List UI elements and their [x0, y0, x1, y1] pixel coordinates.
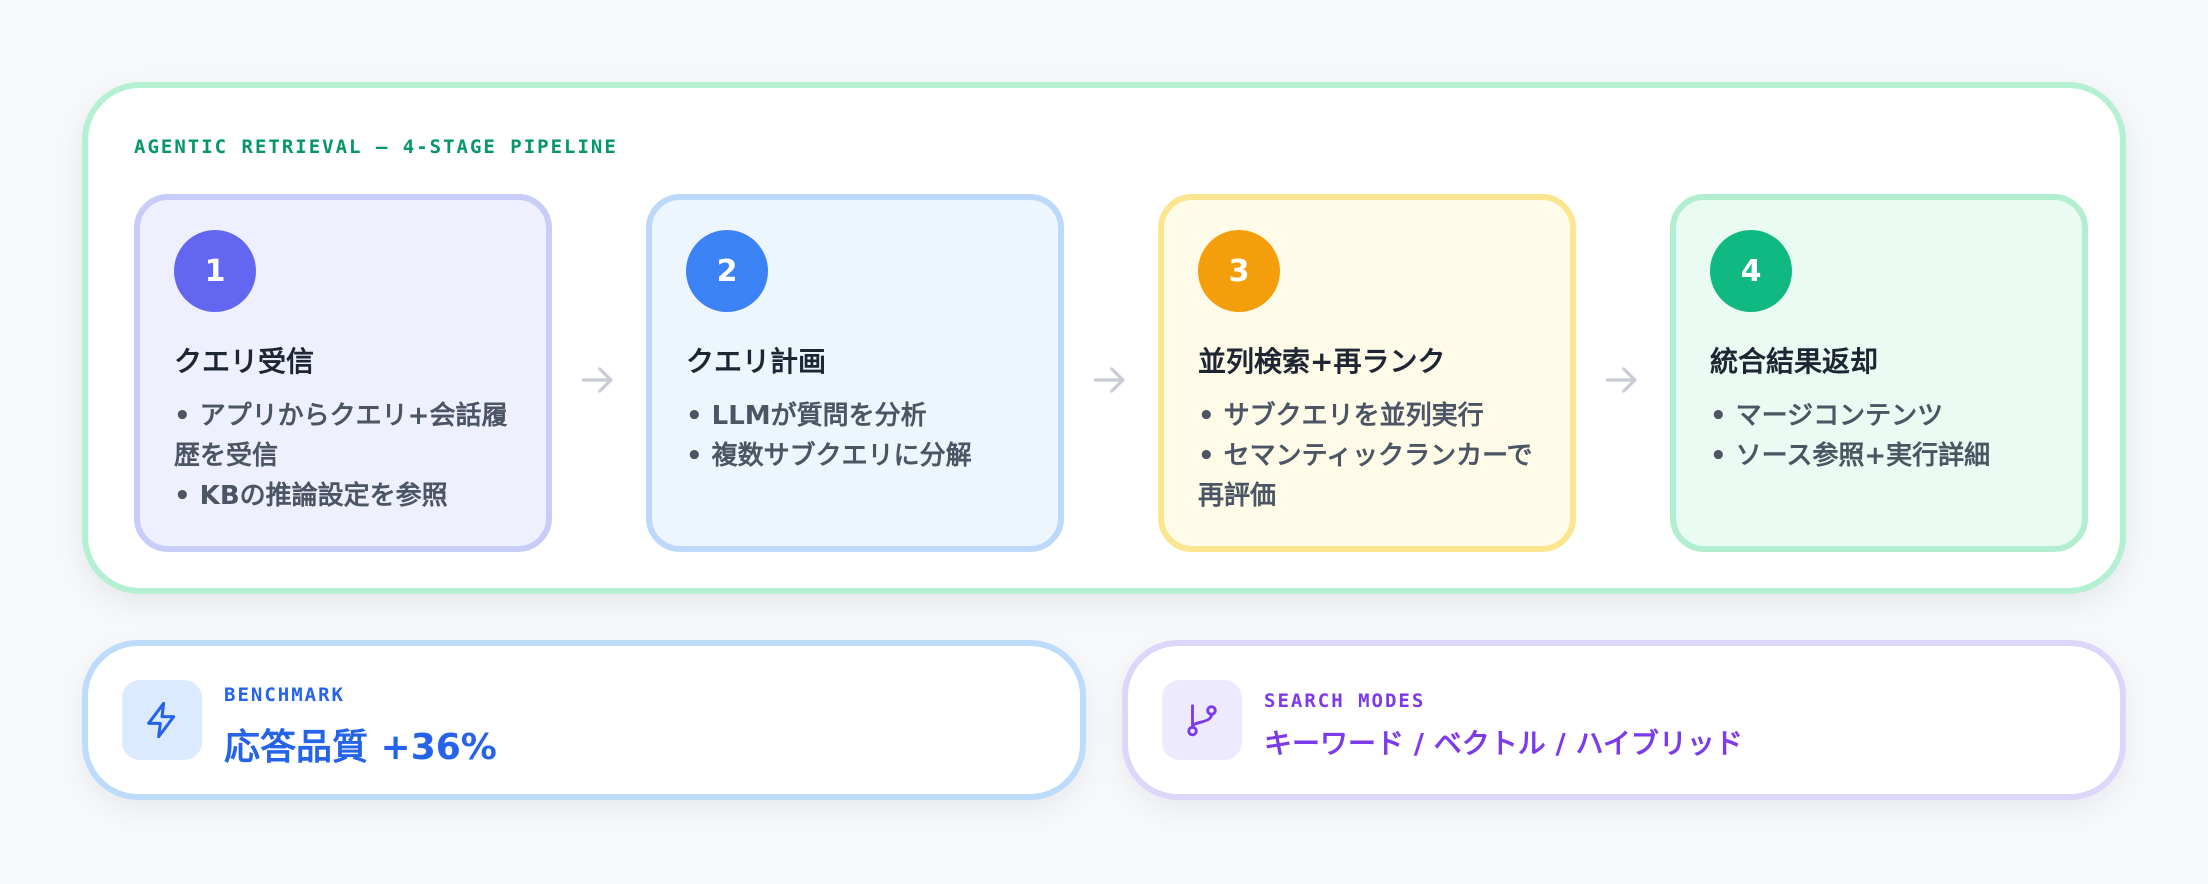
search-modes-value: キーワード / ベクトル / ハイブリッド [1264, 727, 1743, 760]
stage-bullet-list: サブクエリを並列実行 セマンティックランカーで再評価 [1198, 396, 1538, 516]
stage-card-4: 4 統合結果返却 マージコンテンツ ソース参照+実行詳細 [1670, 194, 2088, 552]
search-modes-label: SEARCH MODES [1264, 690, 1426, 712]
git-branch-icon [1162, 680, 1242, 760]
stage-bullet: LLMが質問を分析 [686, 396, 1026, 436]
benchmark-label: BENCHMARK [224, 684, 345, 706]
stage-bullet: サブクエリを並列実行 [1198, 396, 1538, 436]
stage-title: 並列検索+再ランク [1198, 345, 1446, 378]
lightning-bolt-icon [122, 680, 202, 760]
search-modes-card: SEARCH MODES キーワード / ベクトル / ハイブリッド [1122, 640, 2126, 800]
benchmark-card: BENCHMARK 応答品質 +36% [82, 640, 1086, 800]
pipeline-title: AGENTIC RETRIEVAL — 4-STAGE PIPELINE [134, 136, 618, 158]
stage-title: 統合結果返却 [1710, 345, 1879, 378]
stage-bullet-list: マージコンテンツ ソース参照+実行詳細 [1710, 396, 2050, 476]
stage-card-1: 1 クエリ受信 アプリからクエリ+会話履歴を受信 KBの推論設定を参照 [134, 194, 552, 552]
stage-bullet-list: アプリからクエリ+会話履歴を受信 KBの推論設定を参照 [174, 396, 514, 516]
stage-number-badge: 3 [1198, 230, 1280, 312]
stage-number-badge: 2 [686, 230, 768, 312]
stage-title: クエリ受信 [174, 345, 315, 378]
stage-bullet-list: LLMが質問を分析 複数サブクエリに分解 [686, 396, 1026, 476]
stage-number-badge: 4 [1710, 230, 1792, 312]
stage-bullet: 複数サブクエリに分解 [686, 436, 1026, 476]
arrow-right-icon [581, 367, 613, 393]
arrow-right-icon [1093, 367, 1125, 393]
stage-card-3: 3 並列検索+再ランク サブクエリを並列実行 セマンティックランカーで再評価 [1158, 194, 1576, 552]
stage-title: クエリ計画 [686, 345, 827, 378]
stage-number-badge: 1 [174, 230, 256, 312]
stage-bullet: マージコンテンツ [1710, 396, 2050, 436]
arrow-right-icon [1605, 367, 1637, 393]
stage-bullet: セマンティックランカーで再評価 [1198, 436, 1538, 516]
stage-bullet: KBの推論設定を参照 [174, 476, 514, 516]
pipeline-panel: AGENTIC RETRIEVAL — 4-STAGE PIPELINE 1 ク… [82, 82, 2126, 594]
benchmark-value: 応答品質 +36% [224, 727, 497, 768]
stage-bullet: ソース参照+実行詳細 [1710, 436, 2050, 476]
stage-bullet: アプリからクエリ+会話履歴を受信 [174, 396, 514, 476]
stage-card-2: 2 クエリ計画 LLMが質問を分析 複数サブクエリに分解 [646, 194, 1064, 552]
